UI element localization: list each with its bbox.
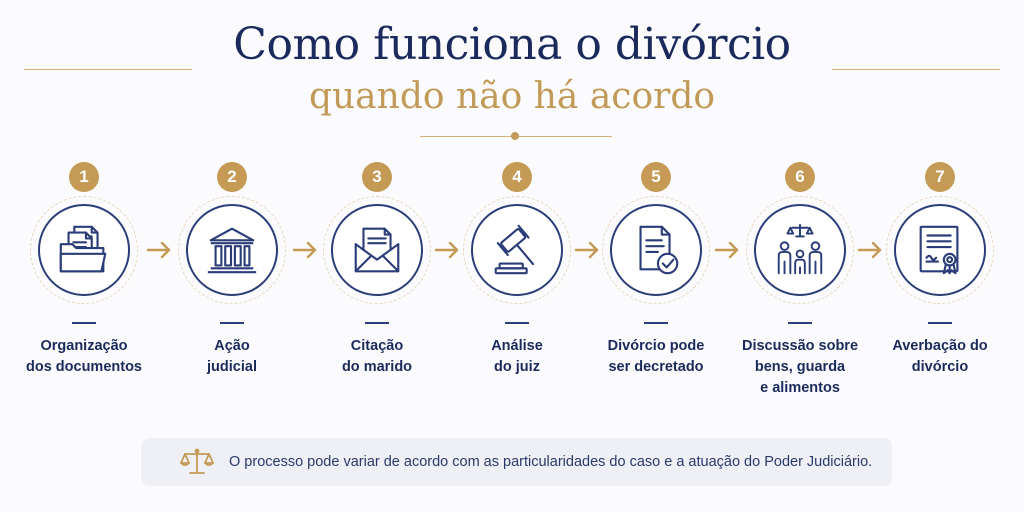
certificate-icon — [919, 225, 959, 275]
header-rule-left — [24, 69, 192, 70]
disclaimer-text: O processo pode variar de acordo com as … — [229, 454, 873, 470]
step-dash — [928, 322, 952, 324]
divider-dot — [511, 132, 519, 140]
arrow-right-icon — [434, 241, 459, 259]
step-ring — [323, 196, 431, 304]
step-number-badge: 3 — [362, 162, 392, 192]
step-number-badge: 1 — [69, 162, 99, 192]
document-check-icon — [639, 225, 679, 275]
step-ring — [602, 196, 710, 304]
step-ring — [886, 196, 994, 304]
step-dash — [505, 322, 529, 324]
step-number-badge: 4 — [502, 162, 532, 192]
step-dash — [72, 322, 96, 324]
step-number-badge: 6 — [785, 162, 815, 192]
step-icon-circle — [754, 204, 846, 296]
step-ring — [178, 196, 286, 304]
family-scales-icon — [777, 223, 823, 275]
step-dash — [788, 322, 812, 324]
folder-documents-icon — [59, 225, 107, 273]
step-number-badge: 7 — [925, 162, 955, 192]
step-ring — [463, 196, 571, 304]
arrow-right-icon — [857, 241, 882, 259]
arrow-right-icon — [292, 241, 317, 259]
step-icon-circle — [38, 204, 130, 296]
step-number-badge: 2 — [217, 162, 247, 192]
step-dash — [644, 322, 668, 324]
gavel-icon — [494, 224, 535, 275]
step-number-badge: 5 — [641, 162, 671, 192]
envelope-letter-icon — [354, 227, 400, 273]
scales-icon — [180, 448, 214, 474]
header-rule-right — [832, 69, 1000, 70]
step-icon-circle — [331, 204, 423, 296]
step-ring — [746, 196, 854, 304]
arrow-right-icon — [574, 241, 599, 259]
step-dash — [365, 322, 389, 324]
disclaimer-note: O processo pode variar de acordo com as … — [141, 438, 892, 486]
step-icon-circle — [186, 204, 278, 296]
arrow-right-icon — [714, 241, 739, 259]
step-icon-circle — [894, 204, 986, 296]
arrow-right-icon — [146, 241, 171, 259]
page-title: Como funciona o divórcio — [233, 19, 791, 70]
step-ring — [30, 196, 138, 304]
courthouse-icon — [207, 227, 257, 274]
step-icon-circle — [471, 204, 563, 296]
step-icon-circle — [610, 204, 702, 296]
page-subtitle: quando não há acordo — [308, 76, 716, 117]
step-dash — [220, 322, 244, 324]
